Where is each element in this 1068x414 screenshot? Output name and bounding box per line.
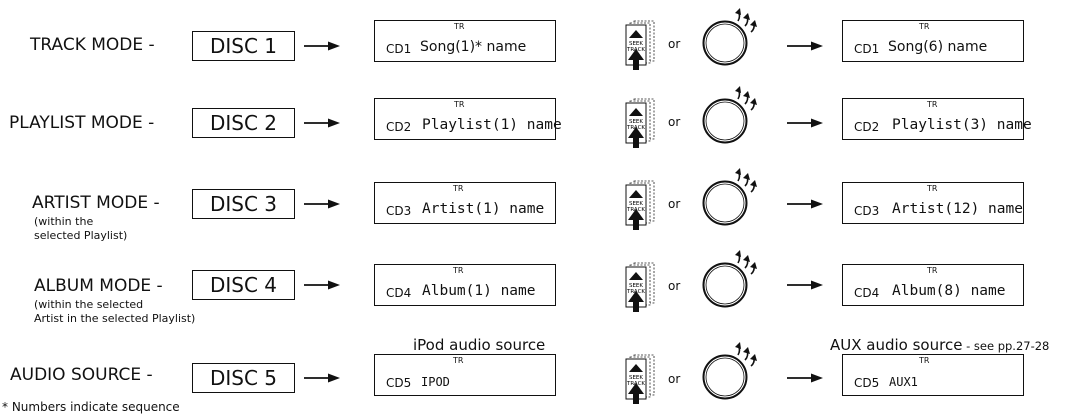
aux-page-ref: - see pp.27-28 [962,339,1050,353]
lcd-display-first: TR CD4 Album(1) name [374,264,556,306]
lcd-album-name: Album(1) name [422,283,536,299]
footnote: * Numbers indicate sequence [2,400,180,414]
aux-caption-main: AUX audio source [830,336,963,354]
tr-indicator: TR [919,356,930,365]
arrow-right-icon [304,280,340,290]
seek-label: SEEK [629,119,643,125]
arrow-right-icon [304,41,340,51]
disc-1-button[interactable]: DISC 1 [192,31,295,61]
tr-indicator: TR [927,100,938,109]
arrow-right-icon [787,280,823,290]
tr-indicator: TR [453,184,464,193]
disc-2-button[interactable]: DISC 2 [192,108,295,138]
seek-track-icon: SEEK TRACK [625,180,655,230]
or-label: or [668,372,681,386]
lcd-display-first: TR CD5 IPOD [374,354,556,396]
lcd-display-last: TR CD5 AUX1 [842,354,1024,396]
lcd-playlist-name: Playlist(3) name [892,117,1032,133]
seek-label: SEEK [629,201,643,207]
seek-label: SEEK [629,283,643,289]
or-label: or [668,37,681,51]
rotary-knob-icon[interactable] [702,336,764,406]
tr-indicator: TR [453,356,464,365]
lcd-disc-number: CD4 [386,286,412,300]
artist-mode-label: ARTIST MODE - [32,193,160,213]
tr-indicator: TR [927,184,938,193]
tr-indicator: TR [927,266,938,275]
tr-indicator: TR [919,22,930,31]
tr-indicator: TR [454,100,465,109]
note-line: (within the selected [34,298,144,311]
seek-track-button[interactable]: SEEK TRACK [625,20,657,70]
rotary-knob-icon[interactable] [702,2,764,72]
arrow-right-icon [304,199,340,209]
audio-source-label: AUDIO SOURCE - [10,365,153,385]
seek-track-icon: SEEK TRACK [625,262,655,312]
lcd-artist-name: Artist(1) name [422,201,545,217]
note-line: (within the [34,215,94,228]
lcd-display-first: TR CD3 Artist(1) name [374,182,556,224]
lcd-disc-number: CD2 [386,120,412,134]
lcd-playlist-name: Playlist(1) name [422,117,562,133]
lcd-track-name: Song(6) name [888,39,988,55]
playlist-mode-label: PLAYLIST MODE - [9,113,155,133]
artist-mode-note: (within the selected Playlist) [34,215,127,243]
note-line: selected Playlist) [34,229,128,242]
lcd-display-first: TR CD1 Song(1)* name [374,20,556,62]
seek-label: SEEK [629,375,643,381]
seek-track-button[interactable]: SEEK TRACK [625,262,657,312]
album-mode-note: (within the selected Artist in the selec… [34,298,195,326]
lcd-artist-name: Artist(12) name [892,201,1023,217]
seek-label: SEEK [629,41,643,47]
lcd-display-last: TR CD2 Playlist(3) name [842,98,1032,140]
lcd-display-last: TR CD4 Album(8) name [842,264,1024,306]
lcd-source-name: AUX1 [889,375,918,389]
arrow-right-icon [787,373,823,383]
arrow-right-icon [787,199,823,209]
lcd-display-last: TR CD1 Song(6) name [842,20,1024,62]
arrow-right-icon [304,118,340,128]
album-mode-label: ALBUM MODE - [34,276,163,296]
lcd-disc-number: CD3 [854,204,880,218]
lcd-album-name: Album(8) name [892,283,1006,299]
arrow-right-icon [787,41,823,51]
lcd-display-first: TR CD2 Playlist(1) name [374,98,562,140]
disc-5-button[interactable]: DISC 5 [192,363,295,393]
lcd-disc-number: CD4 [854,286,880,300]
or-label: or [668,279,681,293]
aux-source-caption: AUX audio source - see pp.27-28 [830,336,1049,354]
seek-track-icon: SEEK TRACK [625,98,655,148]
lcd-display-last: TR CD3 Artist(12) name [842,182,1024,224]
rotary-knob-icon[interactable] [702,80,764,150]
rotary-knob-icon[interactable] [702,244,764,314]
seek-track-button[interactable]: SEEK TRACK [625,180,657,230]
lcd-disc-number: CD1 [854,42,880,56]
seek-track-icon: SEEK TRACK [625,20,655,70]
ipod-source-caption: iPod audio source [413,336,546,354]
note-line: Artist in the selected Playlist) [34,312,196,325]
lcd-disc-number: CD5 [386,376,412,390]
lcd-track-name: Song(1)* name [420,39,527,55]
lcd-disc-number: CD3 [386,204,412,218]
disc-3-button[interactable]: DISC 3 [192,189,295,219]
tr-indicator: TR [453,266,464,275]
arrow-right-icon [787,118,823,128]
or-label: or [668,115,681,129]
seek-track-button[interactable]: SEEK TRACK [625,98,657,148]
lcd-disc-number: CD5 [854,376,880,390]
rotary-knob-icon[interactable] [702,162,764,232]
tr-indicator: TR [454,22,465,31]
or-label: or [668,197,681,211]
lcd-disc-number: CD2 [854,120,880,134]
disc-4-button[interactable]: DISC 4 [192,270,295,300]
lcd-source-name: IPOD [421,375,450,389]
lcd-disc-number: CD1 [386,42,412,56]
arrow-right-icon [304,373,340,383]
seek-track-button[interactable]: SEEK TRACK [625,354,657,404]
track-mode-label: TRACK MODE - [30,35,155,55]
seek-track-icon: SEEK TRACK [625,354,655,404]
